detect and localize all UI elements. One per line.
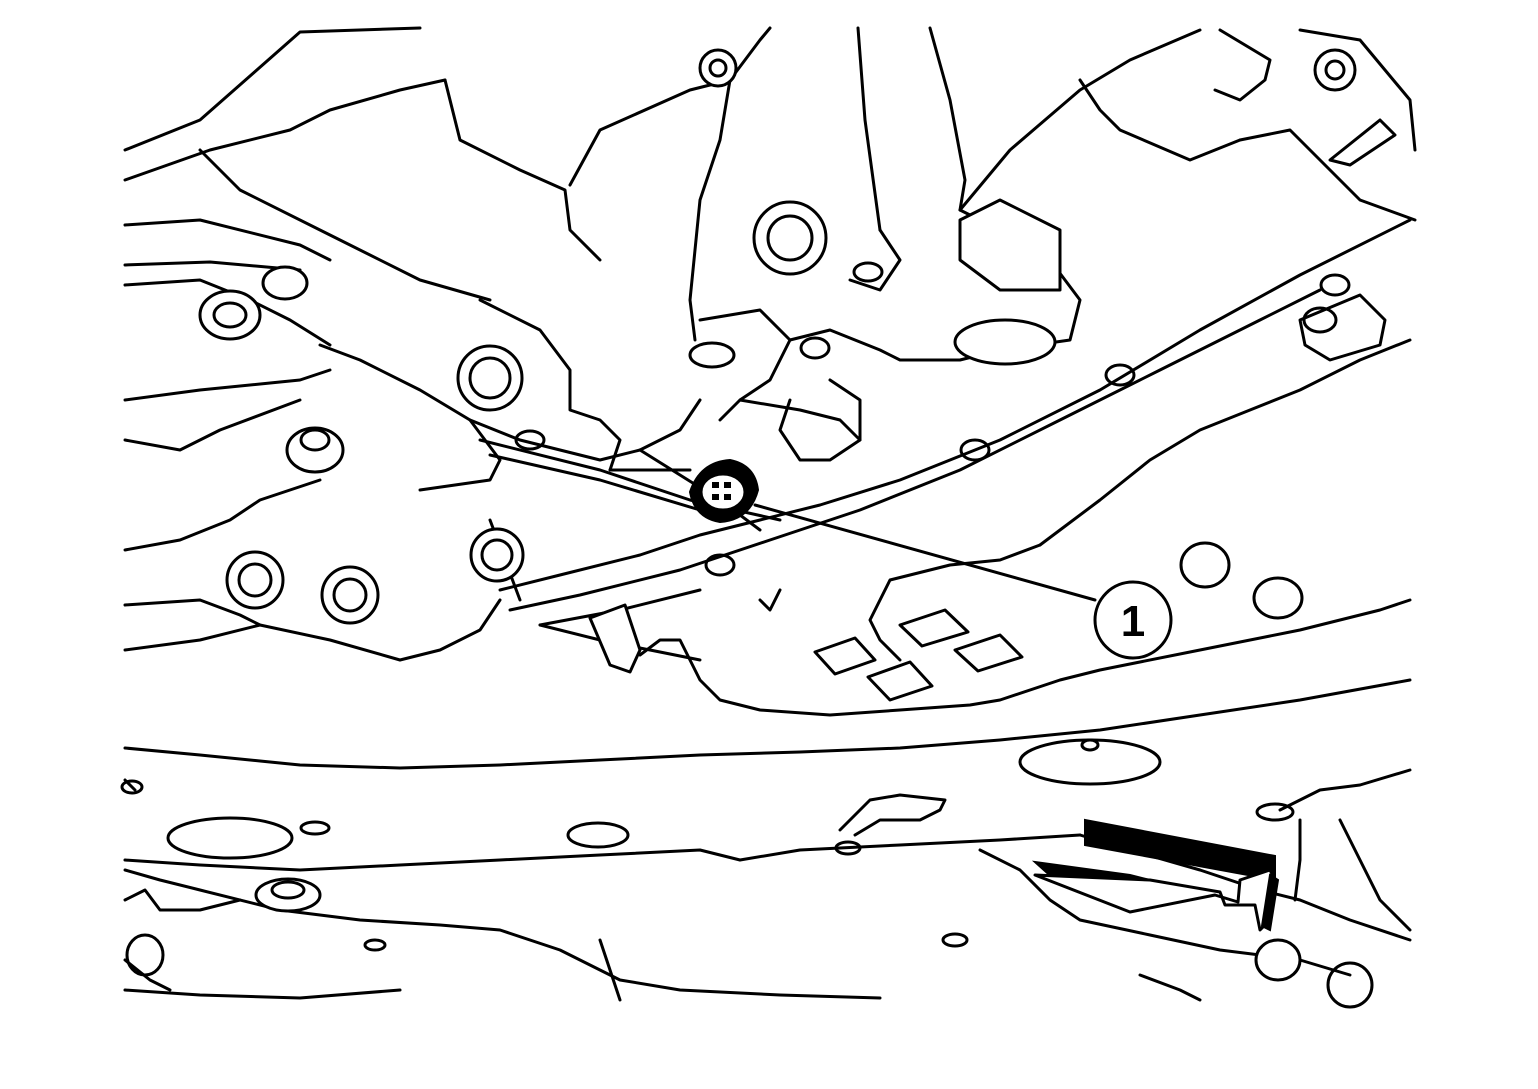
bolt-icon [1254, 938, 1302, 982]
connector-icon [688, 458, 760, 524]
bolt-icon [261, 265, 309, 301]
bolt-icon [469, 527, 525, 583]
mounting-bracket [318, 198, 1082, 492]
bolt-icon [456, 344, 524, 412]
bolt-icon [198, 289, 262, 341]
bolt-icon [698, 48, 738, 88]
front-direction-arrow-icon [1031, 818, 1280, 932]
subframe [120, 678, 1412, 1009]
bolt-icon [1298, 293, 1387, 362]
bolt-icon [254, 877, 322, 913]
callout-1: 1 [753, 503, 1173, 660]
bolts [198, 48, 1387, 674]
bolt-icon [1313, 48, 1357, 92]
bolt-icon [225, 550, 285, 610]
bolt-icon [752, 200, 828, 276]
bolt-icon [588, 603, 642, 674]
callout-label: 1 [1121, 597, 1145, 646]
pan-pads [813, 608, 1024, 702]
transmission-housing [123, 26, 1417, 662]
bolt-icon [285, 426, 345, 474]
oil-pan [398, 218, 1412, 717]
bolt-icon [320, 565, 380, 625]
